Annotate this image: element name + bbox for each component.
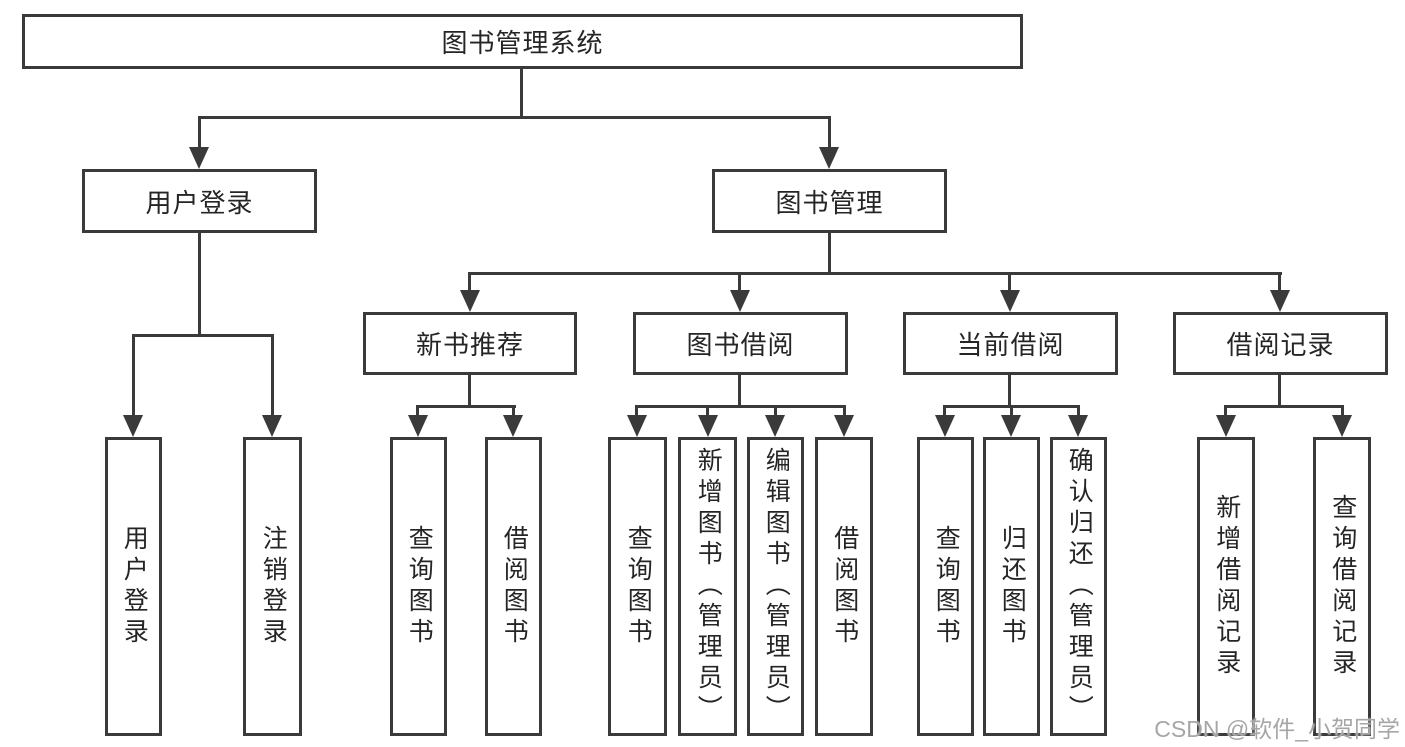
leaf-logout: 注销登录	[243, 437, 302, 736]
connector	[828, 116, 831, 149]
connector	[512, 405, 515, 417]
connector	[828, 233, 831, 275]
leaf-query-books-current: 查询图书	[917, 437, 974, 736]
node-book-management: 图书管理	[712, 169, 947, 233]
connector	[198, 116, 831, 119]
connector	[1224, 405, 1344, 408]
arrowhead-down-icon	[123, 415, 143, 437]
node-book-borrowing: 图书借阅	[633, 312, 848, 375]
connector	[520, 66, 523, 118]
arrowhead-down-icon	[460, 290, 480, 312]
leaf-confirm-return-admin: 确认归还（管理员）	[1050, 437, 1107, 736]
leaf-edit-book-admin: 编辑图书（管理员）	[747, 437, 804, 736]
leaf-label: 归还图书	[998, 524, 1027, 649]
arrowhead-down-icon	[1000, 290, 1020, 312]
connector	[132, 334, 135, 417]
leaf-label: 查询借阅记录	[1328, 493, 1357, 680]
arrowhead-down-icon	[698, 415, 718, 437]
leaf-label: 新增图书（管理员）	[694, 447, 723, 726]
arrowhead-down-icon	[189, 147, 209, 169]
arrowhead-down-icon	[834, 415, 854, 437]
arrowhead-down-icon	[627, 415, 647, 437]
connector	[468, 375, 471, 408]
arrowhead-down-icon	[730, 290, 750, 312]
leaf-borrow-books: 借阅图书	[815, 437, 873, 736]
arrowhead-down-icon	[1001, 415, 1021, 437]
connector	[198, 116, 201, 149]
connector	[468, 272, 471, 292]
connector	[1341, 405, 1344, 417]
connector	[416, 405, 516, 408]
leaf-label: 用户登录	[120, 524, 149, 649]
arrowhead-down-icon	[1270, 290, 1290, 312]
connector	[1010, 405, 1013, 417]
connector	[635, 405, 846, 408]
node-root: 图书管理系统	[22, 14, 1023, 69]
leaf-label: 借阅图书	[500, 524, 529, 649]
leaf-query-borrow-record: 查询借阅记录	[1313, 437, 1371, 736]
arrowhead-down-icon	[262, 415, 282, 437]
leaf-label: 新增借阅记录	[1212, 493, 1241, 680]
leaf-borrow-books-recommend: 借阅图书	[485, 437, 542, 736]
connector	[1278, 375, 1281, 408]
connector	[635, 405, 638, 417]
node-user-login: 用户登录	[82, 169, 317, 233]
arrowhead-down-icon	[1216, 415, 1236, 437]
node-current-borrowing: 当前借阅	[903, 312, 1118, 375]
connector	[271, 334, 274, 417]
node-new-book-recommendation: 新书推荐	[363, 312, 577, 375]
leaf-label: 查询图书	[405, 524, 434, 649]
connector	[1278, 272, 1281, 292]
arrowhead-down-icon	[819, 147, 839, 169]
connector	[1008, 272, 1011, 292]
leaf-add-book-admin: 新增图书（管理员）	[678, 437, 737, 736]
connector	[774, 405, 777, 417]
arrowhead-down-icon	[765, 415, 785, 437]
connector	[738, 375, 741, 408]
connector	[1224, 405, 1227, 417]
leaf-user-login: 用户登录	[105, 437, 162, 736]
leaf-return-books: 归还图书	[983, 437, 1040, 736]
connector	[416, 405, 419, 417]
connector	[132, 334, 274, 337]
leaf-label: 查询图书	[932, 524, 961, 649]
node-borrowing-records: 借阅记录	[1173, 312, 1388, 375]
connector	[843, 405, 846, 417]
connector	[468, 272, 1282, 275]
arrowhead-down-icon	[503, 415, 523, 437]
leaf-label: 借阅图书	[830, 524, 859, 649]
arrowhead-down-icon	[1068, 415, 1088, 437]
csdn-watermark: CSDN @软件_小贺同学	[1154, 716, 1400, 742]
connector	[943, 405, 946, 417]
leaf-add-borrow-record: 新增借阅记录	[1197, 437, 1255, 736]
leaf-label: 查询图书	[624, 524, 653, 649]
connector	[706, 405, 709, 417]
leaf-label: 注销登录	[259, 524, 288, 649]
leaf-label: 编辑图书（管理员）	[762, 447, 791, 726]
connector	[198, 233, 201, 336]
arrowhead-down-icon	[408, 415, 428, 437]
arrowhead-down-icon	[1332, 415, 1352, 437]
leaf-query-books-borrow: 查询图书	[608, 437, 667, 736]
connector	[738, 272, 741, 292]
arrowhead-down-icon	[935, 415, 955, 437]
connector	[1008, 375, 1011, 408]
leaf-query-books-recommend: 查询图书	[390, 437, 447, 736]
connector	[1077, 405, 1080, 417]
leaf-label: 确认归还（管理员）	[1065, 447, 1094, 726]
